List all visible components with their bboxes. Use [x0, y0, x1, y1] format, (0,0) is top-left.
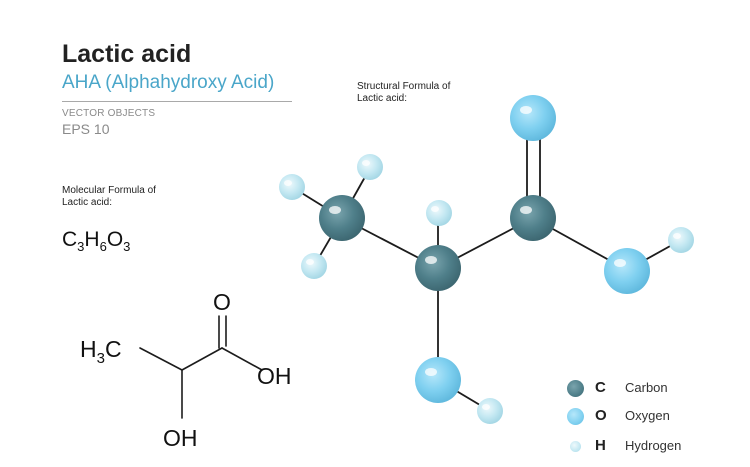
- hydrogen-atom-icon: [477, 398, 503, 424]
- bond-alpha-carboxyl: [181, 347, 223, 371]
- legend-name: Oxygen: [625, 408, 670, 423]
- page-title: Lactic acid: [62, 40, 192, 68]
- carbon-atom-icon: [510, 195, 556, 241]
- hydrogen-atom-icon: [570, 441, 581, 452]
- vector-objects-label: VECTOR OBJECTS: [62, 108, 156, 119]
- oxygen-atom-icon: [567, 408, 584, 425]
- hydrogen-atom-icon: [426, 200, 452, 226]
- formula-h-count: 6: [99, 239, 107, 254]
- structural-formula-label: Structural Formula of Lactic acid:: [357, 81, 451, 104]
- formula-o-count: 3: [123, 239, 131, 254]
- bond-methyl: [139, 347, 183, 371]
- carbon-atom-icon: [319, 195, 365, 241]
- molecular-formula-label: Molecular Formula of Lactic acid:: [62, 185, 156, 208]
- oxygen-atom-icon: [510, 95, 556, 141]
- methyl-group: H3C: [80, 336, 122, 367]
- formula-h: H: [84, 228, 100, 251]
- carbon-atom-icon: [567, 380, 584, 397]
- methyl-subscript: 3: [97, 350, 105, 367]
- molecular-formula: C3H6O3: [62, 228, 130, 254]
- legend-name: Hydrogen: [625, 438, 682, 453]
- eps-label: EPS 10: [62, 121, 110, 137]
- legend-item-oxygen: O Oxygen: [565, 404, 745, 430]
- carbonyl-oxygen: O: [213, 289, 231, 315]
- legend-item-hydrogen: H Hydrogen: [565, 434, 745, 460]
- hydrogen-atom-icon: [668, 227, 694, 253]
- formula-o: O: [106, 228, 124, 251]
- methyl-c: C: [105, 336, 122, 362]
- page-subtitle: AHA (Alphahydroxy Acid): [62, 72, 275, 93]
- carboxyl-oh: OH: [257, 363, 292, 389]
- legend-item-carbon: C Carbon: [565, 376, 745, 402]
- carbon-atom-icon: [415, 245, 461, 291]
- formula-c-count: 3: [77, 239, 85, 254]
- legend-symbol: C: [595, 379, 606, 396]
- legend-name: Carbon: [625, 380, 668, 395]
- legend-symbol: H: [595, 437, 606, 454]
- header-divider: [62, 101, 292, 102]
- hydrogen-atom-icon: [357, 154, 383, 180]
- oxygen-atom-icon: [604, 248, 650, 294]
- alpha-oh: OH: [163, 425, 198, 451]
- formula-c: C: [62, 228, 78, 251]
- hydrogen-atom-icon: [279, 174, 305, 200]
- bond-carboxyl-oh: [221, 347, 263, 371]
- oxygen-atom-icon: [415, 357, 461, 403]
- methyl-h: H: [80, 336, 97, 362]
- hydrogen-atom-icon: [301, 253, 327, 279]
- legend-symbol: O: [595, 407, 607, 424]
